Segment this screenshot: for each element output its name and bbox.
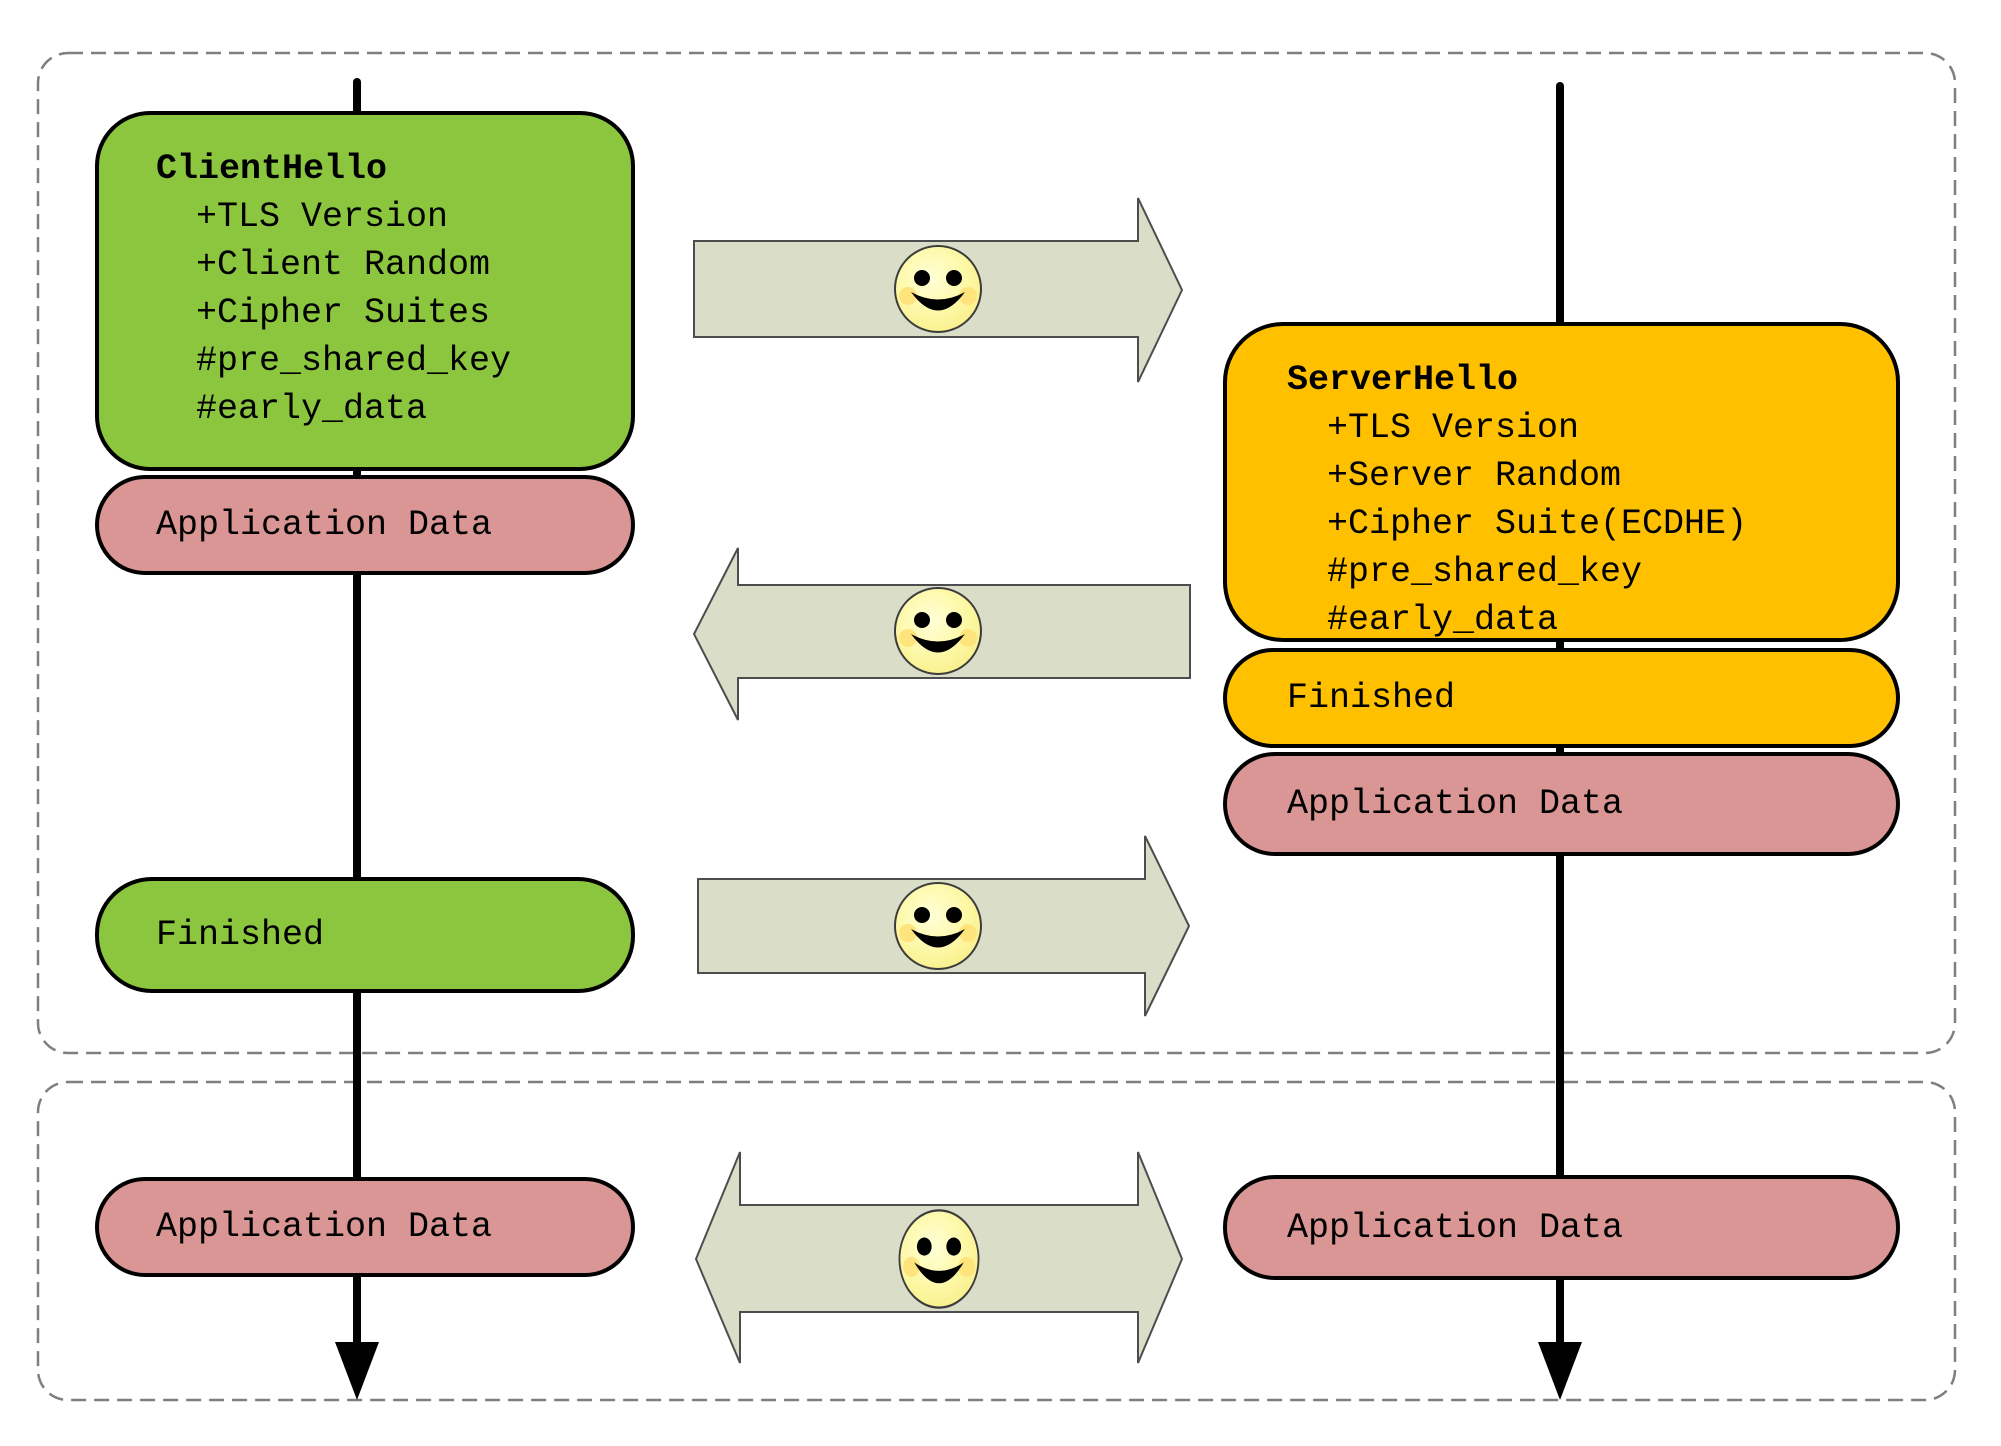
server-application-data-box-bottom: Application Data [1223,1175,1900,1280]
smiley-face-icon [894,882,982,970]
smiley-face-icon [894,587,982,675]
server-hello-item: +Cipher Suite(ECDHE) [1327,504,1748,544]
client-hello-item: #pre_shared_key [196,341,512,381]
client-hello-item: +Client Random [196,245,491,285]
smiley-face-icon [898,1209,980,1309]
smiley-face-icon [894,245,982,333]
server-timeline-arrowhead [1538,1342,1582,1400]
client-application-data-box: Application Data [95,1177,635,1277]
client-hello-box: ClientHello +TLS Version +Client Random … [95,111,635,471]
application-data-label: Application Data [1287,784,1624,824]
server-hello-item: #pre_shared_key [1327,552,1643,592]
server-hello-title: ServerHello [1287,360,1519,400]
client-finished-box: Finished [95,877,635,993]
server-hello-item: +Server Random [1327,456,1622,496]
finished-label: Finished [1287,678,1456,718]
client-hello-title: ClientHello [156,149,388,189]
handshake-section-border [36,51,1957,1055]
client-hello-item: #early_data [196,389,428,429]
finished-label: Finished [156,915,325,955]
server-hello-item: #early_data [1327,600,1559,640]
client-hello-item: +TLS Version [196,197,449,237]
client-early-application-data-box: Application Data [95,475,635,575]
application-data-label: Application Data [156,505,493,545]
client-timeline-arrowhead [335,1342,379,1400]
server-application-data-box: Application Data [1223,752,1900,856]
server-hello-item: +TLS Version [1327,408,1580,448]
application-data-label: Application Data [156,1207,493,1247]
application-section-border [36,1080,1957,1402]
client-hello-item: +Cipher Suites [196,293,491,333]
application-data-label: Application Data [1287,1207,1624,1248]
server-finished-box: Finished [1223,648,1900,748]
server-hello-box: ServerHello +TLS Version +Server Random … [1223,322,1900,642]
